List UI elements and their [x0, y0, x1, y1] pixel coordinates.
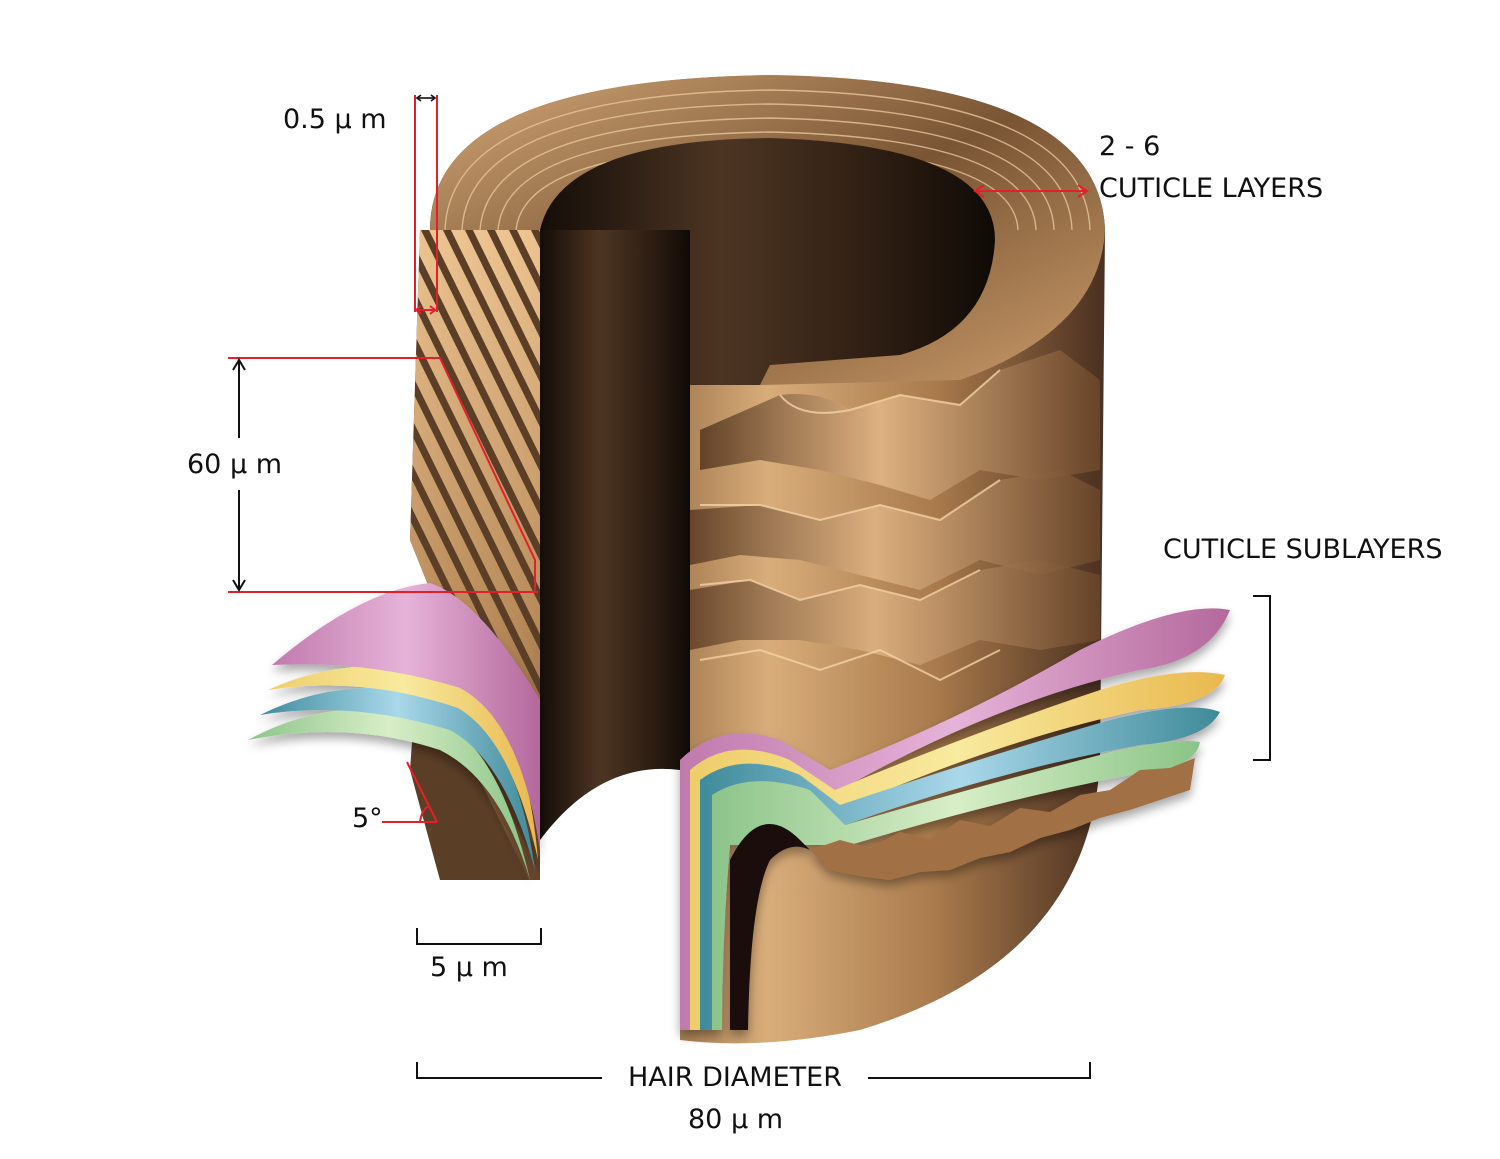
cuticle-layer-rings — [444, 89, 1091, 231]
scale-width-label: 5 µ m — [430, 952, 508, 983]
layer-thickness-label: 0.5 µ m — [283, 104, 387, 135]
scale-height-lines — [228, 357, 538, 593]
hair-diameter-bracket — [416, 1062, 1091, 1079]
scale-band-2 — [690, 470, 1100, 590]
scale-band-1 — [700, 350, 1100, 500]
sublayer-teal-left — [260, 688, 535, 870]
layer-count-label: 2 - 6 — [1099, 131, 1161, 162]
diameter-value-label: 80 µ m — [688, 1104, 784, 1135]
thickness-dimension — [414, 95, 438, 315]
scale-band-3 — [690, 560, 1100, 665]
cuticle-sublayers-label: CUTICLE SUBLAYERS — [1163, 534, 1443, 565]
sublayers-bracket — [1253, 595, 1271, 761]
cuticle-layers-arrow — [973, 184, 1089, 198]
sublayer-yellow-right — [690, 672, 1225, 1030]
cuticle-stripe — [410, 230, 540, 880]
cuticle-stripe — [410, 230, 540, 880]
sublayer-green-left — [248, 708, 530, 880]
inner-curl — [730, 824, 810, 1030]
cuticle-stripe — [410, 230, 540, 880]
angle-indicator — [382, 761, 438, 823]
sublayer-pink-right — [680, 608, 1230, 1030]
cavity-wall — [540, 230, 690, 840]
dimension-lines — [228, 94, 1271, 1079]
cuticle-stripe — [410, 230, 540, 880]
scale-width-bracket — [416, 928, 542, 945]
angle-label: 5° — [352, 803, 383, 834]
cuticle-layers-label: CUTICLE LAYERS — [1099, 173, 1324, 204]
scale-height-arrow — [232, 358, 246, 592]
cuticle-stripe — [410, 230, 540, 880]
sublayers-right — [680, 608, 1230, 1030]
cuticle-stripe — [410, 230, 540, 880]
cuticle-stripe — [424, 230, 540, 880]
sublayers-left — [248, 583, 540, 880]
hair-diameter-label: HAIR DIAMETER — [628, 1062, 842, 1093]
cuticle-stripe — [446, 230, 540, 880]
sublayer-teal-right — [700, 707, 1220, 1030]
sublayer-yellow-left — [268, 666, 538, 860]
cuticle-torn-edge — [810, 758, 1195, 880]
scale-height-label: 60 µ m — [187, 449, 283, 480]
cuticle-scale-surface — [690, 350, 1100, 682]
sublayer-pink-left — [272, 583, 540, 850]
thickness-arrow-top — [415, 94, 437, 102]
